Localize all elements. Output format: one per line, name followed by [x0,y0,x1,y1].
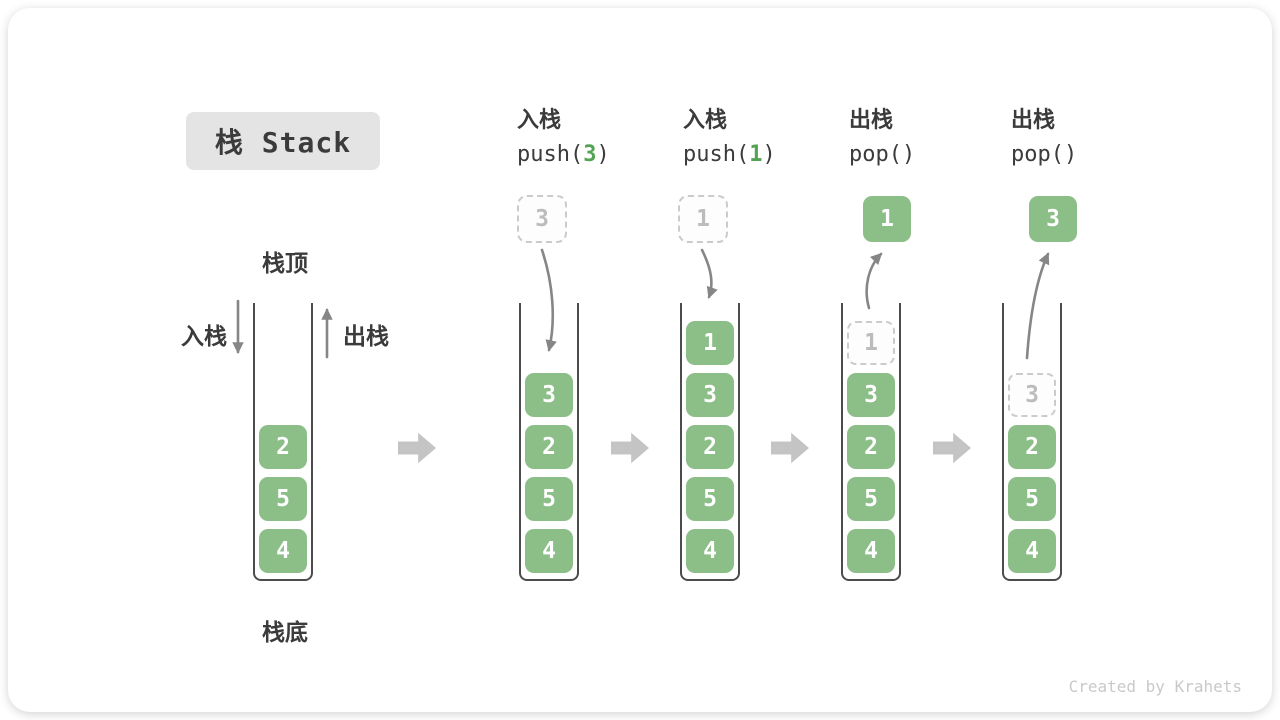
stack-cell: 2 [259,425,307,469]
code-post: ) [901,142,916,167]
code-pre: push( [517,142,584,167]
op-kind-label: 入栈 [517,108,562,133]
incoming-value-cell: 3 [517,195,567,243]
removed-slot-cell: 1 [847,321,895,365]
code-pre: pop( [1011,142,1064,167]
op-code-label: push(1) [683,138,776,172]
stack-bottom-label: 栈底 [262,620,308,646]
op-caption-pop-1: 出栈 pop() [849,106,915,172]
incoming-value-cell: 1 [678,195,728,243]
popped-value-cell: 1 [863,196,911,242]
stack-cell: 5 [525,477,573,521]
stack-cell: 4 [259,529,307,573]
watermark: Created by Krahets [1068,677,1242,696]
op-caption-push-3: 入栈 push(3) [517,106,610,172]
stack-cell: 4 [686,529,734,573]
op-kind-label: 出栈 [849,108,894,133]
stack-container-5: 3 2 5 4 [1002,303,1062,581]
stack-cell: 2 [686,425,734,469]
code-post: ) [1063,142,1078,167]
push-direction-label: 入栈 [181,324,227,350]
op-code-label: pop() [1011,138,1077,172]
op-kind-label: 出栈 [1011,108,1056,133]
code-arg: 3 [583,142,597,167]
code-post: ) [596,142,610,167]
stack-cell: 5 [1008,477,1056,521]
stack-cell: 4 [525,529,573,573]
stack-container-1: 2 5 4 [253,303,313,581]
code-post: ) [762,142,776,167]
code-pre: pop( [849,142,902,167]
stack-cell: 5 [847,477,895,521]
stack-cell: 3 [525,373,573,417]
stack-container-3: 1 3 2 5 4 [680,303,740,581]
stack-container-2: 3 2 5 4 [519,303,579,581]
popped-value-cell: 3 [1029,196,1077,242]
stack-cell: 4 [1008,529,1056,573]
op-caption-push-1: 入栈 push(1) [683,106,776,172]
stack-cell: 2 [1008,425,1056,469]
stack-cell: 2 [525,425,573,469]
removed-slot-cell: 3 [1008,373,1056,417]
stack-cell: 2 [847,425,895,469]
stack-cell: 5 [259,477,307,521]
op-caption-pop-2: 出栈 pop() [1011,106,1077,172]
code-pre: push( [683,142,750,167]
pop-direction-label: 出栈 [343,324,389,350]
op-kind-label: 入栈 [683,108,728,133]
stack-top-label: 栈顶 [262,251,308,277]
op-code-label: push(3) [517,138,610,172]
code-arg: 1 [749,142,763,167]
stack-cell: 1 [686,321,734,365]
stack-cell: 4 [847,529,895,573]
diagram-title: 栈 Stack [186,112,380,170]
stack-cell: 3 [847,373,895,417]
stack-container-4: 1 3 2 5 4 [841,303,901,581]
stack-cell: 3 [686,373,734,417]
stack-cell: 5 [686,477,734,521]
op-code-label: pop() [849,138,915,172]
